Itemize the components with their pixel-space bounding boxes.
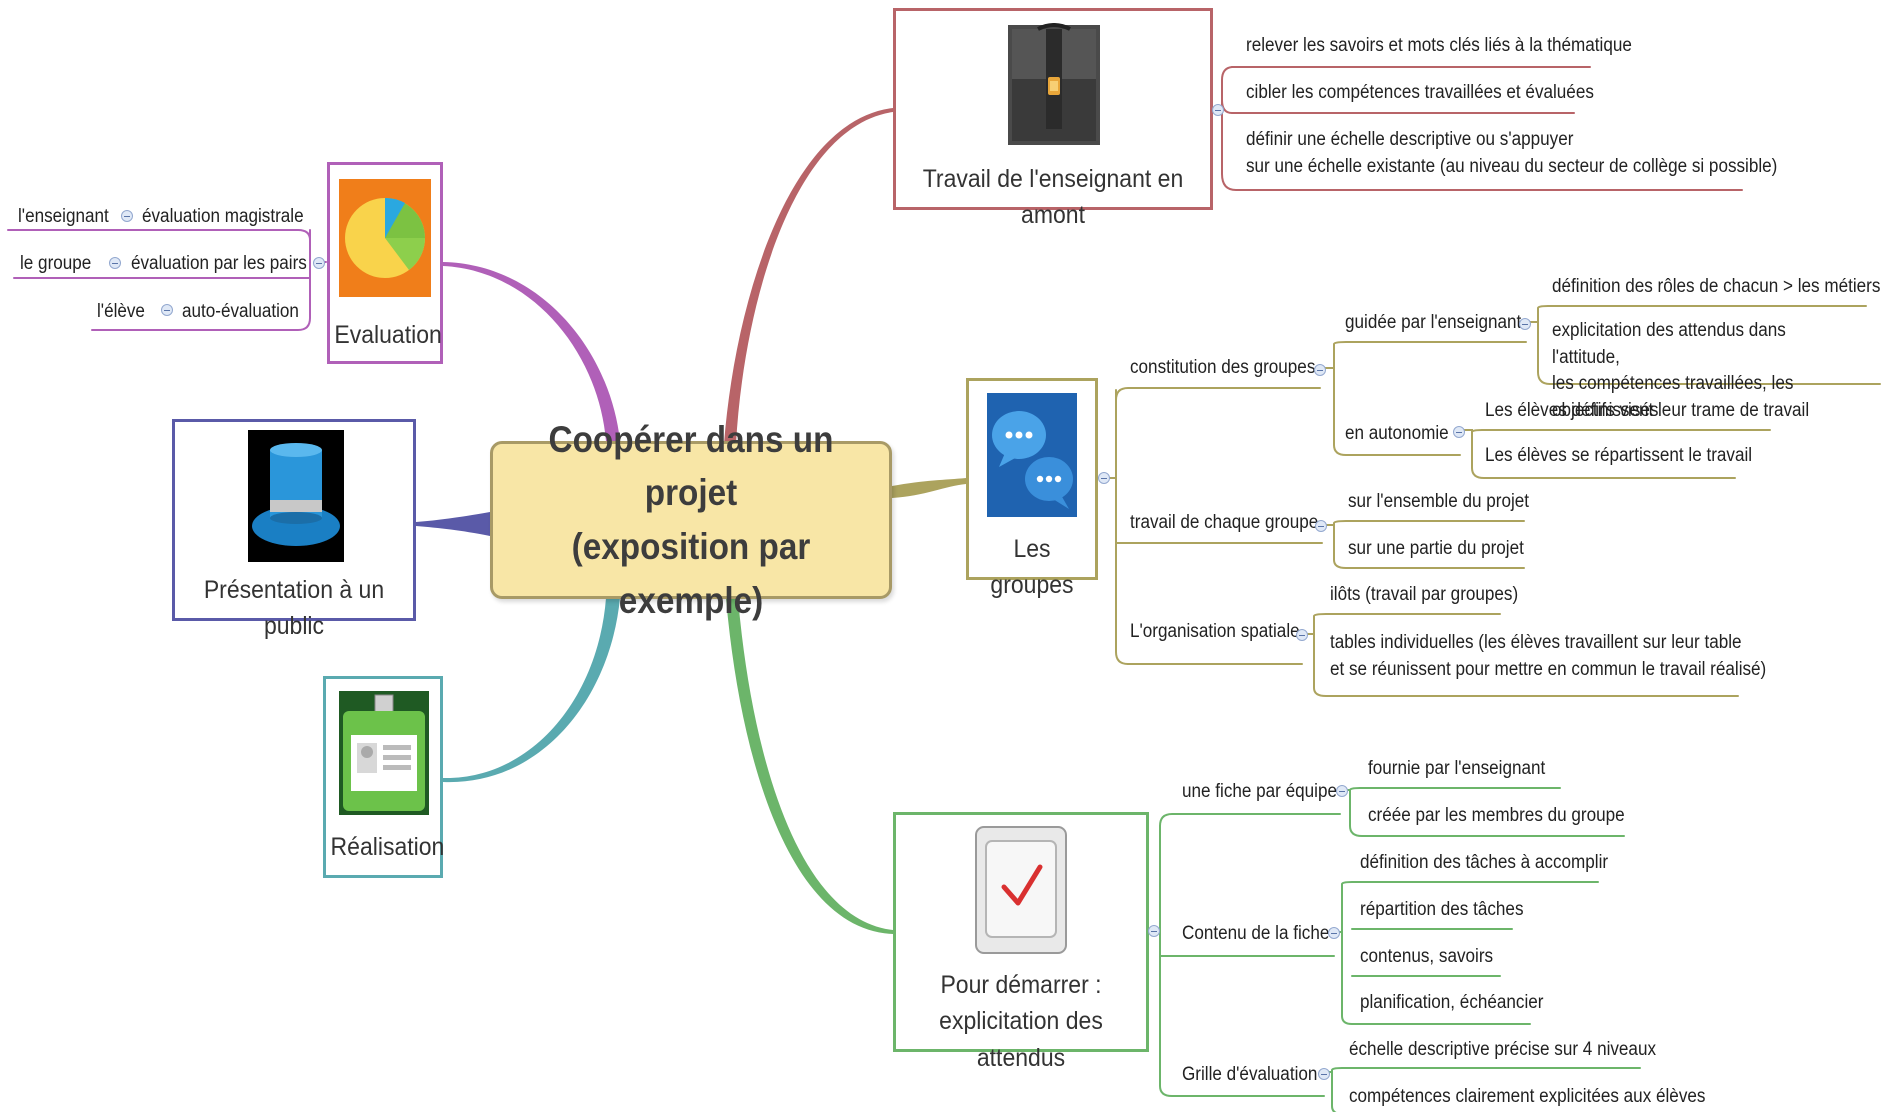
collapse-toggle-icon[interactable] bbox=[1148, 925, 1160, 937]
branch-organisation-spatiale[interactable]: L'organisation spatiale bbox=[1130, 621, 1300, 642]
chat-bubbles-icon bbox=[987, 393, 1077, 517]
underline bbox=[1525, 305, 1867, 323]
collapse-toggle-icon[interactable] bbox=[109, 257, 121, 269]
underline bbox=[1321, 520, 1525, 526]
underline bbox=[7, 229, 311, 241]
branch-guidee-par-enseignant[interactable]: guidée par l'enseignant bbox=[1345, 312, 1522, 333]
list-item[interactable]: tables individuelles (les élèves travail… bbox=[1330, 632, 1767, 680]
list-item[interactable]: explicitation des attendus dans l'attitu… bbox=[1552, 320, 1794, 421]
list-item[interactable]: le groupe bbox=[20, 253, 92, 274]
underline bbox=[1323, 1067, 1641, 1073]
collapse-toggle-icon[interactable] bbox=[1336, 785, 1348, 797]
topic-les-groupes-label: Les groupes bbox=[990, 535, 1074, 600]
topic-evaluation-label: Evaluation bbox=[334, 321, 442, 349]
branch-connector-presentation bbox=[416, 512, 490, 536]
branch-connector-groupes bbox=[892, 478, 966, 498]
branch-contenu-de-la-fiche[interactable]: Contenu de la fiche bbox=[1182, 923, 1330, 944]
branch-connector-demarrer bbox=[726, 598, 893, 934]
topic-realisation-label: Réalisation bbox=[330, 833, 445, 861]
topic-pour-demarrer-label: Pour démarrer : explicitation des attend… bbox=[939, 971, 1103, 1072]
pie-chart-icon bbox=[339, 179, 431, 297]
topic-travail-enseignant-label: Travail de l'enseignant en amont bbox=[922, 165, 1184, 230]
list-item[interactable]: ilôts (travail par groupes) bbox=[1330, 584, 1519, 605]
underline bbox=[1537, 321, 1881, 385]
underline bbox=[1333, 881, 1599, 933]
branch-une-fiche-par-equipe[interactable]: une fiche par équipe bbox=[1182, 781, 1337, 802]
checkbox-check-icon bbox=[975, 826, 1067, 954]
collapse-toggle-icon[interactable] bbox=[313, 257, 325, 269]
branch-travail-de-chaque-groupe[interactable]: travail de chaque groupe bbox=[1130, 512, 1319, 533]
briefcase-icon bbox=[1008, 23, 1100, 145]
list-item[interactable]: contenus, savoirs bbox=[1360, 946, 1494, 967]
list-item[interactable]: l'enseignant bbox=[18, 206, 109, 227]
connector bbox=[1221, 99, 1233, 114]
collapse-toggle-icon[interactable] bbox=[1314, 364, 1326, 376]
underline bbox=[1471, 429, 1736, 479]
topic-evaluation[interactable]: Evaluation bbox=[327, 162, 443, 364]
connector bbox=[1115, 389, 1129, 665]
list-item[interactable]: Les élèves se répartissent le travail bbox=[1485, 445, 1753, 466]
list-item[interactable]: planification, échéancier bbox=[1360, 992, 1544, 1013]
list-item[interactable]: sur une partie du projet bbox=[1348, 538, 1524, 559]
list-item[interactable]: compétences clairement explicitées aux é… bbox=[1349, 1086, 1706, 1107]
underline bbox=[1333, 524, 1525, 569]
collapse-toggle-icon[interactable] bbox=[1296, 629, 1308, 641]
underline bbox=[1313, 633, 1739, 697]
collapse-toggle-icon[interactable] bbox=[1519, 318, 1531, 330]
list-item[interactable]: évaluation par les pairs bbox=[131, 253, 307, 274]
branch-en-autonomie[interactable]: en autonomie bbox=[1345, 423, 1449, 444]
central-topic[interactable]: Coopérer dans un projet (exposition par … bbox=[490, 419, 892, 621]
collapse-toggle-icon[interactable] bbox=[1212, 104, 1224, 116]
list-item[interactable]: définition des tâches à accomplir bbox=[1360, 852, 1609, 873]
list-item[interactable]: définition des rôles de chacun > les mét… bbox=[1552, 276, 1881, 297]
underline bbox=[1333, 367, 1461, 456]
central-topic-label: Coopérer dans un projet (exposition par … bbox=[548, 418, 834, 621]
list-item[interactable]: relever les savoirs et mots clés liés à … bbox=[1246, 35, 1632, 56]
underline bbox=[1349, 789, 1625, 837]
collapse-toggle-icon[interactable] bbox=[161, 304, 173, 316]
list-item[interactable]: cibler les compétences travaillées et év… bbox=[1246, 82, 1594, 103]
list-item[interactable]: auto-évaluation bbox=[182, 301, 299, 322]
branch-constitution-des-groupes[interactable]: constitution des groupes bbox=[1130, 357, 1316, 378]
branch-connector-evaluation bbox=[443, 262, 620, 441]
topic-pour-demarrer[interactable]: Pour démarrer : explicitation des attend… bbox=[893, 812, 1149, 1072]
topic-presentation[interactable]: Présentation à un public bbox=[172, 419, 416, 640]
connector bbox=[1221, 66, 1743, 191]
topic-travail-enseignant[interactable]: Travail de l'enseignant en amont bbox=[893, 8, 1213, 229]
list-item[interactable]: fournie par l'enseignant bbox=[1368, 758, 1546, 779]
collapse-toggle-icon[interactable] bbox=[1315, 520, 1327, 532]
branch-grille-evaluation[interactable]: Grille d'évaluation bbox=[1182, 1064, 1318, 1085]
underline bbox=[1115, 387, 1321, 401]
underline bbox=[1319, 341, 1527, 369]
list-item[interactable]: définir une échelle descriptive ou s'app… bbox=[1246, 129, 1778, 177]
underline bbox=[1331, 1071, 1337, 1112]
collapse-toggle-icon[interactable] bbox=[1098, 472, 1110, 484]
collapse-toggle-icon[interactable] bbox=[1453, 426, 1465, 438]
list-item[interactable]: Les élèves définissent leur trame de tra… bbox=[1485, 400, 1810, 421]
topic-realisation[interactable]: Réalisation bbox=[323, 676, 445, 878]
list-item[interactable]: évaluation magistrale bbox=[142, 206, 304, 227]
topic-les-groupes[interactable]: Les groupes bbox=[966, 378, 1098, 599]
underline bbox=[1341, 931, 1531, 1025]
list-item[interactable]: l'élève bbox=[97, 301, 145, 322]
list-item[interactable]: échelle descriptive précise sur 4 niveau… bbox=[1349, 1039, 1657, 1060]
list-item[interactable]: créée par les membres du groupe bbox=[1368, 805, 1625, 826]
topic-presentation-label: Présentation à un public bbox=[203, 576, 385, 641]
collapse-toggle-icon[interactable] bbox=[1328, 927, 1340, 939]
connector bbox=[91, 229, 311, 331]
branch-connector-travail bbox=[724, 108, 893, 444]
connector bbox=[1159, 825, 1325, 1097]
collapse-toggle-icon[interactable] bbox=[121, 210, 133, 222]
branch-connector-realisation bbox=[443, 598, 620, 783]
underline bbox=[1301, 613, 1501, 635]
id-badge-icon bbox=[339, 691, 429, 815]
list-item[interactable]: sur l'ensemble du projet bbox=[1348, 491, 1530, 512]
underline bbox=[1159, 813, 1341, 827]
list-item[interactable]: répartition des tâches bbox=[1360, 899, 1524, 920]
top-hat-icon bbox=[248, 430, 344, 562]
collapse-toggle-icon[interactable] bbox=[1318, 1068, 1330, 1080]
